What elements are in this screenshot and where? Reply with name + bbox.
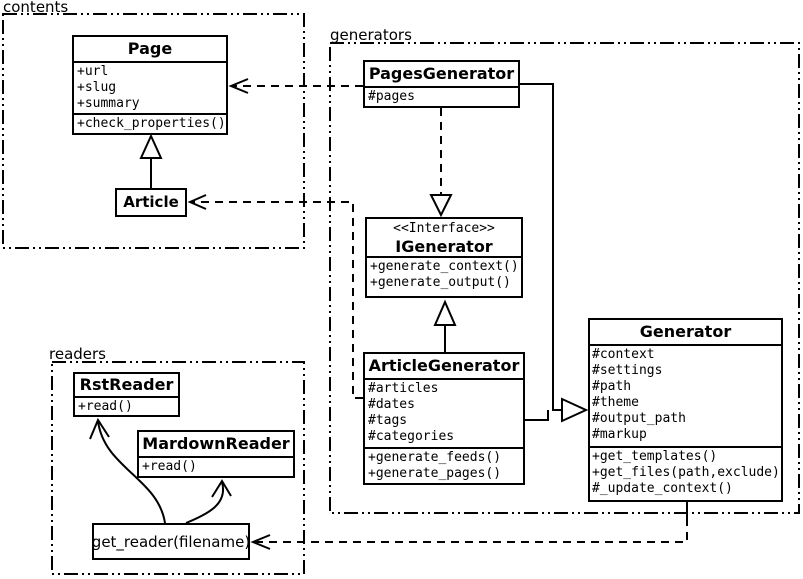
attribute: #markup xyxy=(592,427,647,442)
attribute: #categories xyxy=(368,429,455,444)
class-title-generator: Generator xyxy=(639,322,732,341)
attribute: #theme xyxy=(592,395,639,410)
method: #_update_context() xyxy=(592,481,733,496)
generator-attributes: #context #settings #path #theme #output_… xyxy=(590,344,781,446)
attribute: #pages xyxy=(368,89,415,104)
getreader-to-mardownreader-curve xyxy=(185,481,225,524)
generator-to-getreader-arrowhead xyxy=(250,534,271,550)
getreader-to-rstreader-curve xyxy=(97,420,166,524)
method: +generate_output() xyxy=(370,275,511,290)
attribute: #dates xyxy=(368,397,415,412)
attribute: #settings xyxy=(592,363,663,378)
article-to-page-inheritance-triangle xyxy=(139,133,163,159)
attribute: #output_path xyxy=(592,411,686,426)
page-attributes: +url +slug +summary xyxy=(74,61,226,113)
get-reader-node: get_reader(filename) xyxy=(92,523,250,560)
class-title-article: Article xyxy=(123,193,179,211)
method: +generate_context() xyxy=(370,259,519,274)
method: +get_files(path,exclude) xyxy=(592,465,780,480)
getreader-to-mardownreader-arrowhead xyxy=(211,479,232,498)
articlegenerator-to-article-dependency-line xyxy=(191,201,363,399)
class-box-pagesgenerator: PagesGenerator #pages xyxy=(363,60,520,108)
get-reader-label: get_reader(filename) xyxy=(91,532,251,551)
method: +read() xyxy=(78,399,133,414)
class-box-mardownreader: MardownReader +read() xyxy=(137,430,295,478)
articlegenerator-attributes: #articles #dates #tags #categories xyxy=(365,378,523,447)
generator-methods: +get_templates() +get_files(path,exclude… xyxy=(590,446,781,500)
attribute: #tags xyxy=(368,413,408,428)
generator-to-getreader-dependency-line xyxy=(254,518,688,543)
page-methods: +check_properties() xyxy=(74,113,226,133)
articlegenerator-methods: +generate_feeds() +generate_pages() xyxy=(365,446,523,484)
class-box-articlegenerator: ArticleGenerator #articles #dates #tags … xyxy=(363,352,525,485)
pagesgenerator-to-generator-line xyxy=(519,83,562,411)
generators-package-label: generators xyxy=(330,26,412,44)
class-box-article: Article xyxy=(115,188,187,217)
pagesgenerator-attributes: #pages xyxy=(365,86,518,106)
pagesgenerator-to-igenerator-triangle xyxy=(429,194,453,218)
attribute: +url xyxy=(77,64,109,79)
class-title-rstreader: RstReader xyxy=(79,375,174,394)
attribute: +slug xyxy=(77,80,117,95)
class-title-articlegenerator: ArticleGenerator xyxy=(368,356,520,375)
class-title-igenerator: IGenerator xyxy=(395,237,493,256)
igenerator-header: <<Interface>> IGenerator xyxy=(367,219,521,256)
articlegenerator-to-article-arrowhead xyxy=(187,194,207,210)
attribute: +summary xyxy=(77,96,140,111)
readers-package-label: readers xyxy=(49,345,106,363)
contents-package-border xyxy=(2,13,305,249)
attribute: #articles xyxy=(368,381,439,396)
method: +read() xyxy=(142,459,197,474)
pagesgenerator-to-page-arrowhead xyxy=(228,78,249,94)
class-title-mardownreader: MardownReader xyxy=(142,434,290,453)
mardownreader-methods: +read() xyxy=(139,456,293,476)
method: +get_templates() xyxy=(592,449,718,464)
interface-stereotype: <<Interface>> xyxy=(393,221,495,236)
class-box-generator: Generator #context #settings #path #them… xyxy=(588,318,783,502)
readers-package-border xyxy=(51,361,305,575)
class-box-rstreader: RstReader +read() xyxy=(73,372,180,417)
articlegenerator-to-generator-line xyxy=(525,410,549,421)
class-title-page: Page xyxy=(127,39,173,58)
attribute: #path xyxy=(592,379,632,394)
rstreader-methods: +read() xyxy=(75,396,178,415)
method: +generate_pages() xyxy=(368,465,502,481)
igenerator-methods: +generate_context() +generate_output() xyxy=(367,256,521,296)
attribute: #context xyxy=(592,347,655,362)
class-title-pagesgenerator: PagesGenerator xyxy=(368,64,515,83)
getreader-to-rstreader-arrowhead xyxy=(89,417,110,440)
contents-package-label: contents xyxy=(3,0,69,16)
articlegenerator-to-igenerator-triangle xyxy=(433,299,457,326)
method: +generate_feeds() xyxy=(368,449,502,465)
generator-generalization-triangle xyxy=(561,397,589,423)
generators-package-border xyxy=(329,42,800,514)
class-box-page: Page +url +slug +summary +check_properti… xyxy=(72,35,228,135)
class-box-igenerator: <<Interface>> IGenerator +generate_conte… xyxy=(365,217,523,298)
method: +check_properties() xyxy=(77,116,226,131)
